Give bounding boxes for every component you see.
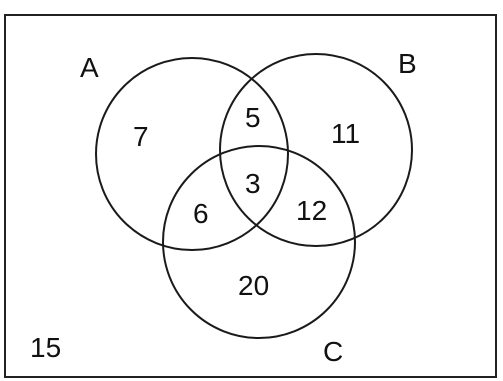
set-b-circle (219, 53, 413, 247)
region-b-and-c-value: 12 (296, 195, 327, 226)
region-all-three-value: 3 (245, 168, 261, 199)
region-a-and-c-value: 6 (193, 198, 209, 229)
region-a-and-b-value: 5 (245, 102, 261, 133)
region-outside-value: 15 (30, 332, 61, 363)
region-a-only-value: 7 (133, 121, 149, 152)
universal-set-frame (4, 14, 497, 378)
set-c-label: C (323, 336, 343, 367)
region-b-only-value: 11 (331, 118, 360, 149)
region-c-only-value: 20 (238, 270, 269, 301)
set-b-label: B (398, 48, 417, 79)
set-a-circle (95, 57, 289, 251)
set-a-label: A (80, 52, 99, 83)
set-c-circle (162, 145, 356, 339)
